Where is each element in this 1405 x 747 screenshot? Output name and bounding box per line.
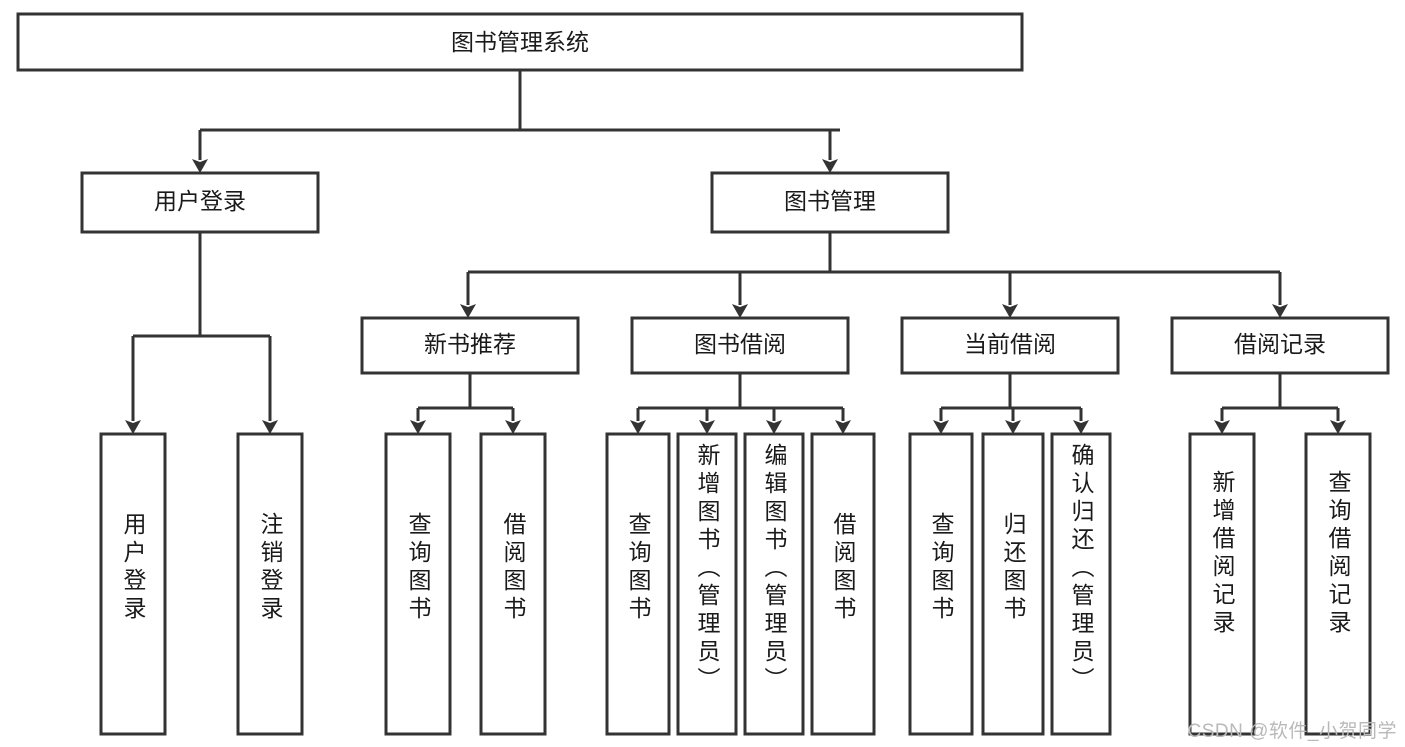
- node-user-login-label: 用户登录: [154, 188, 246, 214]
- connectors-user-login-to-leaves: [125, 232, 278, 434]
- node-leaf-confirm-return-box[interactable]: [1050, 432, 1112, 736]
- node-new-book-recommend-label: 新书推荐: [424, 331, 516, 357]
- node-leaf-edit-book-box[interactable]: [743, 432, 805, 736]
- node-book-borrow-box[interactable]: [630, 316, 850, 375]
- node-leaf-user-login-box[interactable]: [99, 432, 167, 736]
- node-book-manage-box[interactable]: [710, 171, 950, 234]
- node-book-manage-label: 图书管理: [784, 188, 876, 214]
- node-new-book-recommend-box[interactable]: [360, 316, 580, 375]
- node-leaf-return-book-box[interactable]: [981, 432, 1045, 736]
- node-root[interactable]: 图书管理系统: [16, 12, 1024, 72]
- node-current-borrow[interactable]: 当前借阅: [900, 316, 1120, 375]
- connectors-root-to-level2: [192, 70, 840, 173]
- node-leaf-add-book-box[interactable]: [676, 432, 738, 736]
- connectors-book-borrow-to-leaves: [630, 373, 851, 434]
- leaf-boxes: [99, 432, 1372, 736]
- node-borrow-record-label: 借阅记录: [1234, 331, 1326, 357]
- node-book-borrow[interactable]: 图书借阅: [630, 316, 850, 375]
- node-book-manage[interactable]: 图书管理: [710, 171, 950, 234]
- watermark-text: CSDN @软件_小贺同学: [1187, 721, 1397, 742]
- node-leaf-borrow-book-b-box[interactable]: [810, 432, 876, 736]
- node-leaf-borrow-book-a-box[interactable]: [479, 432, 547, 736]
- node-leaf-logout-box[interactable]: [236, 432, 304, 736]
- node-new-book-recommend[interactable]: 新书推荐: [360, 316, 580, 375]
- connectors-book-manage-to-level3: [460, 232, 1288, 318]
- node-leaf-add-record-box[interactable]: [1188, 432, 1256, 736]
- node-leaf-query-book-b-box[interactable]: [605, 432, 671, 736]
- connectors-new-book-recommend-to-leaves: [410, 373, 521, 434]
- node-borrow-record[interactable]: 借阅记录: [1170, 316, 1390, 375]
- node-current-borrow-box[interactable]: [900, 316, 1120, 375]
- node-user-login[interactable]: 用户登录: [80, 171, 320, 234]
- node-leaf-query-book-a-box[interactable]: [384, 432, 452, 736]
- node-root-label: 图书管理系统: [451, 29, 589, 55]
- node-current-borrow-label: 当前借阅: [964, 331, 1056, 357]
- node-user-login-box[interactable]: [80, 171, 320, 234]
- node-leaf-query-book-c-box[interactable]: [908, 432, 974, 736]
- node-borrow-record-box[interactable]: [1170, 316, 1390, 375]
- connectors-current-borrow-to-leaves: [933, 373, 1089, 434]
- node-root-box[interactable]: [16, 12, 1024, 72]
- node-book-borrow-label: 图书借阅: [694, 331, 786, 357]
- connectors-borrow-record-to-leaves: [1214, 373, 1346, 434]
- node-leaf-query-record-box[interactable]: [1304, 432, 1372, 736]
